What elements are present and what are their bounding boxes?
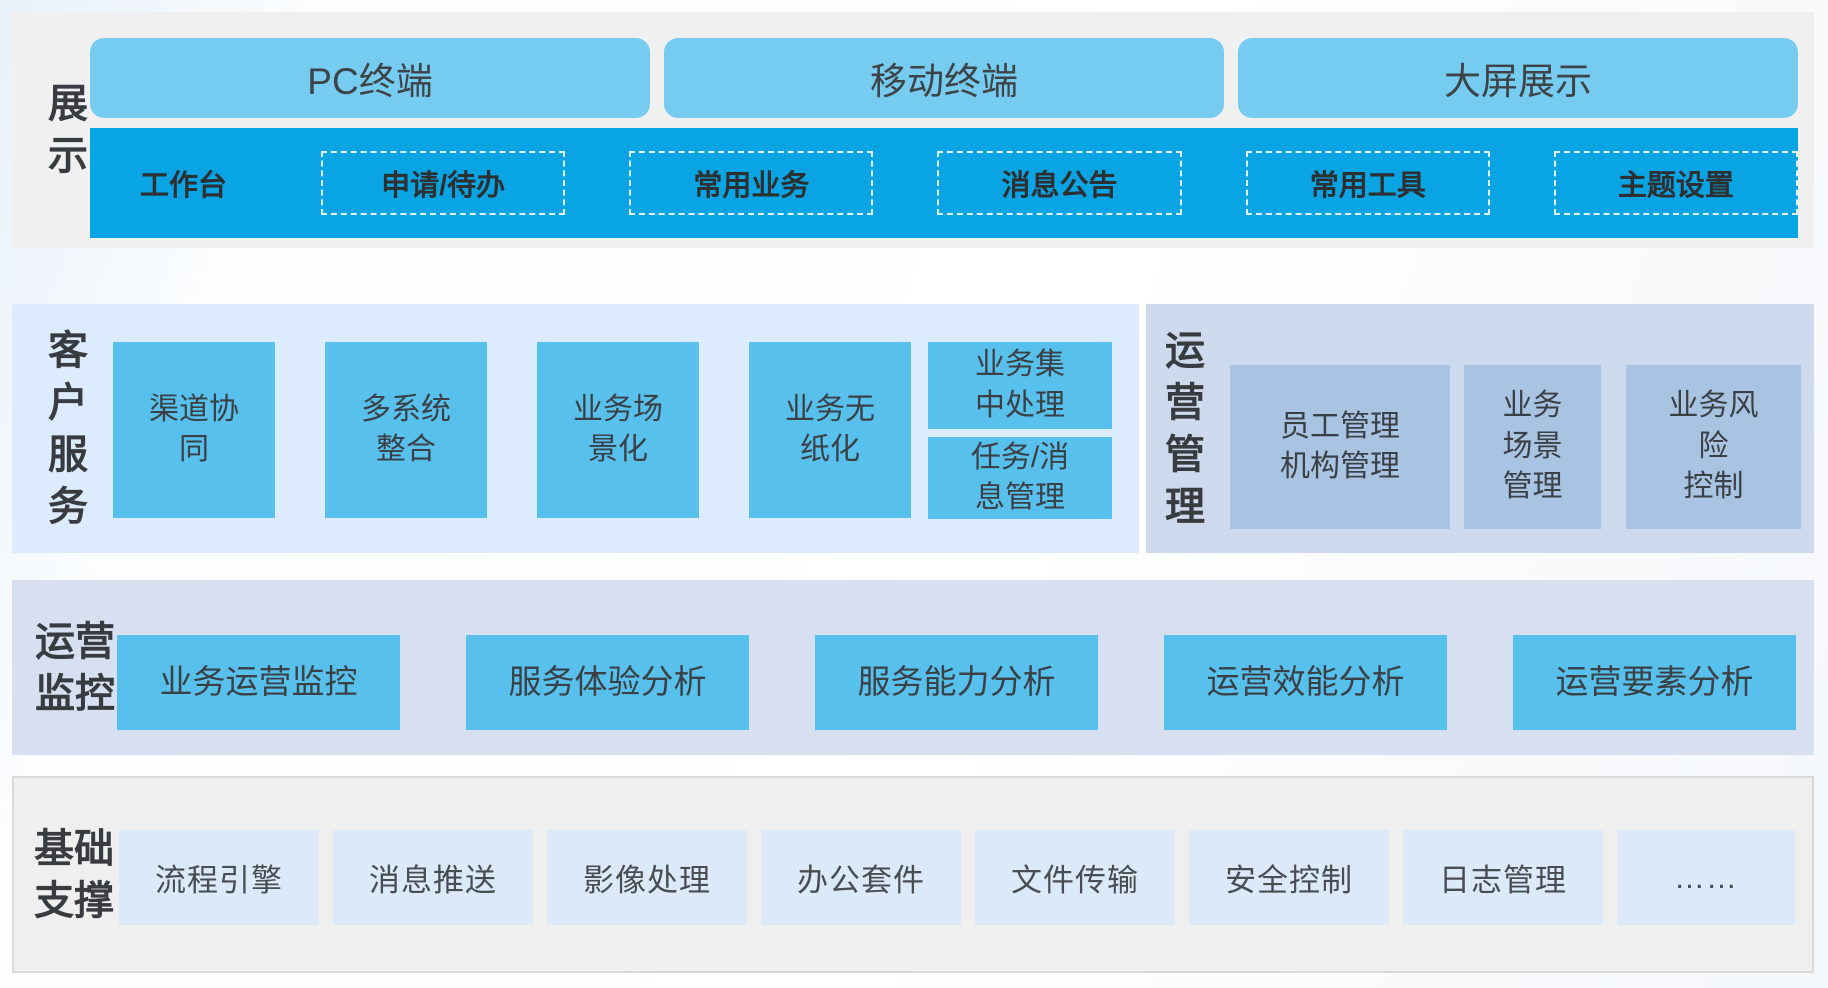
support-box-workflow-engine: 流程引擎	[119, 830, 319, 925]
monitor-box-efficiency: 运营效能分析	[1164, 635, 1447, 730]
monitor-box-elements: 运营要素分析	[1513, 635, 1796, 730]
base-support-boxes: 流程引擎 消息推送 影像处理 办公套件 文件传输 安全控制 日志管理 ……	[119, 830, 1795, 925]
workbench-module-apply-todo: 申请/待办	[321, 151, 566, 215]
service-box-channel-collab: 渠道协 同	[113, 342, 275, 518]
layer-base-support-label: 基础 支撑	[34, 826, 114, 923]
layer-display-label: 展 示	[48, 82, 88, 178]
terminal-box-bigscreen: 大屏展示	[1238, 38, 1798, 118]
layer-customer-service-label: 客 户 服 务	[48, 328, 88, 529]
support-box-file-transfer: 文件传输	[975, 830, 1175, 925]
management-box-scenario: 业务 场景 管理	[1464, 365, 1601, 529]
layer-display: 展 示 PC终端 移动终端 大屏展示 工作台 申请/待办 常用业务 消息公告 常…	[12, 12, 1814, 248]
layer-operation-management-label: 运 营 管 理	[1165, 328, 1205, 529]
customer-service-stacked-boxes: 业务集 中处理 任务/消 息管理	[928, 342, 1112, 519]
operation-monitoring-boxes: 业务运营监控 服务体验分析 服务能力分析 运营效能分析 运营要素分析	[117, 635, 1796, 730]
monitor-box-experience: 服务体验分析	[466, 635, 749, 730]
service-box-centralized: 业务集 中处理	[928, 342, 1112, 429]
support-box-security-control: 安全控制	[1189, 830, 1389, 925]
workbench-module-common-tools: 常用工具	[1245, 151, 1490, 215]
layer-base-support: 基础 支撑 流程引擎 消息推送 影像处理 办公套件 文件传输 安全控制 日志管理…	[12, 776, 1814, 973]
support-box-ellipsis: ……	[1617, 830, 1795, 925]
support-box-office-suite: 办公套件	[761, 830, 961, 925]
customer-service-boxes: 渠道协 同 多系统 整合 业务场 景化 业务无 纸化	[113, 342, 911, 518]
layer-customer-service: 客 户 服 务 渠道协 同 多系统 整合 业务场 景化 业务无 纸化 业务集 中…	[12, 304, 1139, 553]
support-box-message-push: 消息推送	[333, 830, 533, 925]
operation-management-boxes: 员工管理 机构管理 业务 场景 管理 业务风 险 控制	[1230, 365, 1801, 529]
service-box-task-message: 任务/消 息管理	[928, 437, 1112, 519]
layer-operation-monitoring: 运营 监控 业务运营监控 服务体验分析 服务能力分析 运营效能分析 运营要素分析	[12, 580, 1814, 755]
service-box-scenario: 业务场 景化	[537, 342, 699, 518]
layer-operation-management: 运 营 管 理 员工管理 机构管理 业务 场景 管理 业务风 险 控制	[1146, 304, 1814, 553]
workbench-module-announcements: 消息公告	[937, 151, 1182, 215]
support-box-image-processing: 影像处理	[547, 830, 747, 925]
layer-operation-monitoring-label: 运营 监控	[35, 619, 115, 716]
service-box-multisystem: 多系统 整合	[325, 342, 487, 518]
monitor-box-business-ops: 业务运营监控	[117, 635, 400, 730]
management-box-staff-org: 员工管理 机构管理	[1230, 365, 1450, 529]
management-box-risk: 业务风 险 控制	[1626, 365, 1801, 529]
terminal-box-mobile: 移动终端	[664, 38, 1224, 118]
terminal-row: PC终端 移动终端 大屏展示	[90, 38, 1798, 118]
service-box-paperless: 业务无 纸化	[749, 342, 911, 518]
workbench-bar: 工作台 申请/待办 常用业务 消息公告 常用工具 主题设置	[90, 128, 1798, 238]
workbench-module-theme-settings: 主题设置	[1553, 151, 1798, 215]
monitor-box-capability: 服务能力分析	[815, 635, 1098, 730]
support-box-log-management: 日志管理	[1403, 830, 1603, 925]
workbench-label: 工作台	[140, 170, 228, 202]
terminal-box-pc: PC终端	[90, 38, 650, 118]
workbench-module-common-business: 常用业务	[629, 151, 874, 215]
